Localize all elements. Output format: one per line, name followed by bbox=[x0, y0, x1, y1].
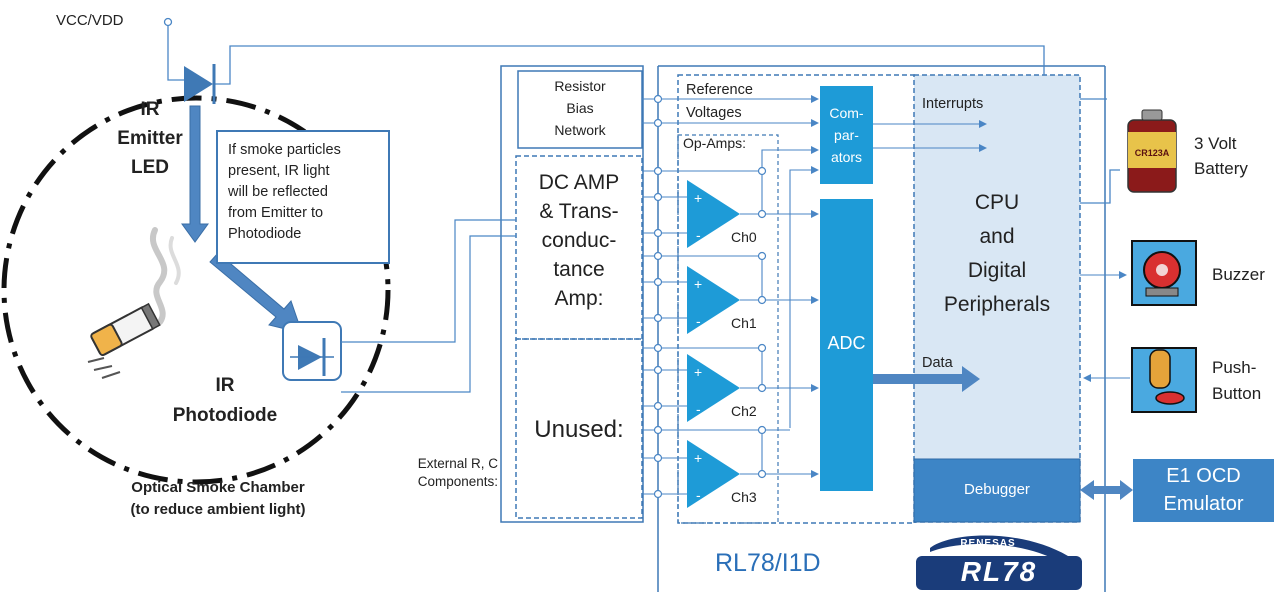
sensor-wiring bbox=[341, 219, 516, 393]
emulator-label: E1 OCD Emulator bbox=[1163, 465, 1244, 515]
chip-name: RL78/I1D bbox=[715, 549, 821, 577]
photodiode-label: IR Photodiode bbox=[172, 375, 278, 426]
external-components-label: External R, C Components: bbox=[417, 456, 498, 489]
push-button-label: Push- Button bbox=[1212, 358, 1262, 403]
emulator-box bbox=[1133, 459, 1274, 522]
debug-link-arrow bbox=[1080, 480, 1133, 500]
adc-label: ADC bbox=[827, 333, 866, 353]
logo-product: RL78 bbox=[960, 556, 1038, 587]
svg-text:+: + bbox=[694, 450, 702, 466]
buzzer-illustration bbox=[1131, 240, 1197, 306]
dc-amp-label: DC AMP & Trans- conduc- tance Amp: bbox=[538, 171, 620, 310]
svg-text:+: + bbox=[694, 190, 702, 206]
logo-brand: RENESAS bbox=[960, 538, 1016, 549]
channel-label-2: Ch2 bbox=[731, 403, 757, 419]
interrupts-label: Interrupts bbox=[922, 96, 984, 112]
external-components-panel bbox=[500, 65, 644, 523]
adc-block bbox=[820, 199, 873, 491]
resistor-bias-label: Resistor Bias Network bbox=[554, 78, 606, 138]
debugger-block bbox=[913, 458, 1081, 523]
cigarette-illustration bbox=[87, 227, 181, 379]
dc-amp-outline bbox=[515, 155, 643, 340]
vcc-wiring bbox=[163, 17, 1120, 204]
comparators-label: Com- par- ators bbox=[829, 105, 864, 165]
chamber-caption: Optical Smoke Chamber (to reduce ambient… bbox=[130, 479, 306, 518]
smoke-chamber-circle bbox=[1, 95, 391, 485]
resistor-bias-box bbox=[517, 70, 643, 149]
cpu-block bbox=[913, 74, 1081, 523]
ir-emitter-led-symbol bbox=[184, 64, 216, 104]
cpu-label: CPU and Digital Peripherals bbox=[943, 191, 1051, 316]
svg-text:+: + bbox=[694, 364, 702, 380]
ir-light-beam bbox=[181, 105, 303, 334]
svg-text:-: - bbox=[696, 401, 701, 417]
data-label: Data bbox=[922, 355, 953, 371]
channel-label-1: Ch1 bbox=[731, 315, 757, 331]
op-amps-label: Op-Amps: bbox=[683, 135, 747, 151]
svg-text:-: - bbox=[696, 227, 701, 243]
svg-text:-: - bbox=[696, 313, 701, 329]
svg-text:CR123A: CR123A bbox=[1135, 148, 1170, 158]
debugger-label: Debugger bbox=[964, 481, 1030, 498]
op-amps-area-outline bbox=[677, 134, 779, 524]
emitter-label: IR Emitter LED bbox=[117, 99, 183, 178]
op-amp-triangles bbox=[687, 180, 740, 508]
photodiode-symbol bbox=[282, 321, 342, 381]
supply-label: VCC/VDD bbox=[56, 12, 124, 29]
comparators-block bbox=[820, 86, 873, 184]
reference-voltages-label: Reference Voltages bbox=[686, 82, 753, 121]
battery-illustration: CR123A bbox=[1127, 109, 1177, 193]
channel-label-0: Ch0 bbox=[731, 229, 757, 245]
battery-label: 3 Volt Battery bbox=[1194, 134, 1248, 178]
channel-label-3: Ch3 bbox=[731, 489, 757, 505]
unused-outline bbox=[515, 338, 643, 519]
svg-text:-: - bbox=[696, 487, 701, 503]
push-button-illustration bbox=[1131, 347, 1197, 413]
renesas-logo bbox=[916, 535, 1082, 590]
unused-label: Unused: bbox=[534, 416, 624, 443]
data-arrow bbox=[873, 366, 980, 392]
pin-circles bbox=[653, 94, 767, 499]
buzzer-label: Buzzer bbox=[1212, 265, 1265, 284]
pin-wiring bbox=[642, 95, 1130, 495]
chip-outline bbox=[657, 65, 1106, 592]
svg-text:+: + bbox=[694, 276, 702, 292]
smoke-note: If smoke particles present, IR light wil… bbox=[216, 130, 390, 264]
op-amp-signs: + - + - + - + - bbox=[694, 190, 702, 503]
